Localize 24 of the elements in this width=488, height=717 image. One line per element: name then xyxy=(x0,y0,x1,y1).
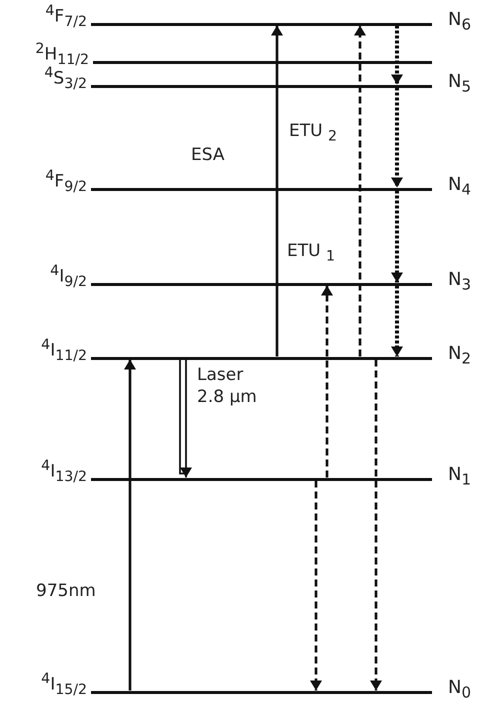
term-symbol-label: $^{4}$I$_{13/2}$ xyxy=(41,458,87,485)
transition-arrow xyxy=(124,360,136,690)
term-symbol-label: $^{4}$I$_{9/2}$ xyxy=(50,262,87,290)
term-symbol-label: $^{4}$F$_{7/2}$ xyxy=(45,2,87,30)
population-label: N$_{0}$ xyxy=(448,676,472,702)
population-label: N$_{4}$ xyxy=(448,174,472,198)
population-label: N$_{6}$ xyxy=(448,8,472,34)
population-label: N$_{1}$ xyxy=(448,464,472,488)
term-symbol-label: $^{4}$I$_{15/2}$ xyxy=(41,670,87,698)
term-symbol-label: $^{4}$I$_{11/2}$ xyxy=(41,336,87,364)
transition-arrow xyxy=(179,358,192,478)
transition-arrow xyxy=(391,88,403,188)
population-label: N$_{5}$ xyxy=(448,70,472,96)
population-label: N$_{2}$ xyxy=(448,342,472,368)
transition-arrow xyxy=(354,26,366,356)
transition-arrow xyxy=(370,360,382,690)
transition-arrow xyxy=(391,190,403,282)
transition-arrow xyxy=(321,286,333,478)
transition-arrow xyxy=(271,26,283,356)
term-symbol-label: $^{4}$F$_{9/2}$ xyxy=(45,168,87,195)
transition-arrow xyxy=(310,480,322,690)
transition-arrow xyxy=(391,26,403,84)
population-label: N$_{3}$ xyxy=(448,268,472,294)
transition-arrow xyxy=(391,286,403,356)
